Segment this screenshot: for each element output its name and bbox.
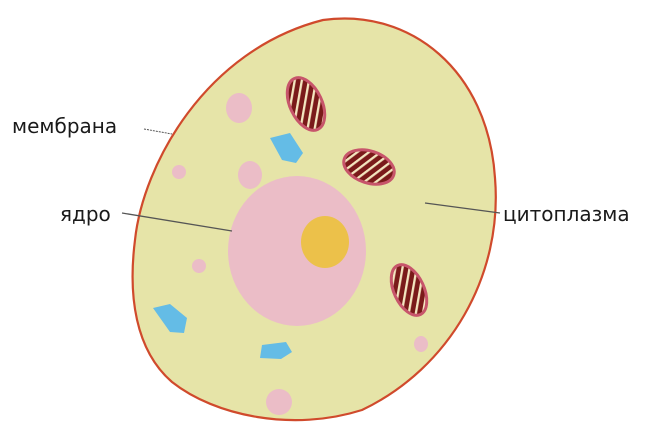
vacuole bbox=[238, 161, 262, 189]
vacuole bbox=[414, 336, 428, 352]
membrane-label: мембрана bbox=[12, 114, 117, 138]
membrane-leader-line bbox=[144, 129, 172, 134]
vacuole bbox=[172, 165, 186, 179]
nucleus-label: ядро bbox=[60, 202, 111, 226]
cytoplasm-label: цитоплазма bbox=[503, 202, 630, 226]
vacuole bbox=[266, 389, 292, 415]
nucleolus bbox=[301, 216, 349, 268]
vacuole bbox=[192, 259, 206, 273]
vacuole bbox=[226, 93, 252, 123]
